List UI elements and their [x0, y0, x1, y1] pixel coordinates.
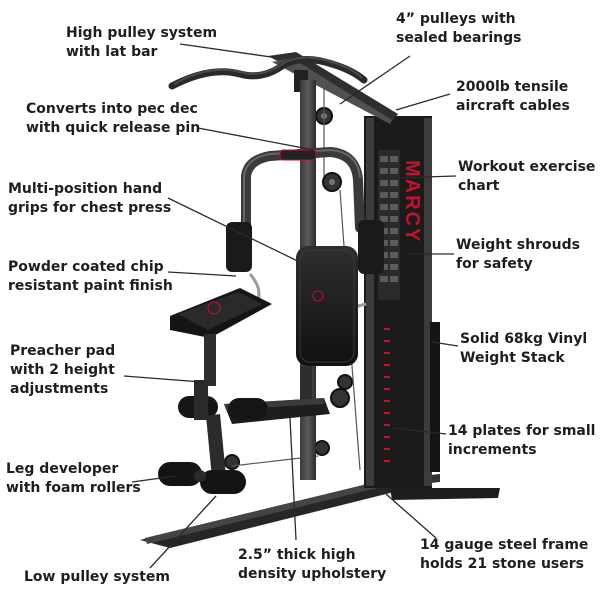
weight-plates [384, 328, 390, 462]
callout-line: Low pulley system [24, 569, 170, 585]
callout-pec-dec: Converts into pec dec with quick release… [26, 100, 200, 138]
callout-low-pulley: Low pulley system [24, 568, 170, 587]
callout-line: 2.5” thick high [238, 547, 356, 563]
callout-shrouds: Weight shrouds for safety [456, 236, 580, 274]
callout-hand-grips: Multi-position hand grips for chest pres… [8, 180, 171, 218]
callout-upholstery: 2.5” thick high density upholstery [238, 546, 386, 584]
callout-line: Multi-position hand [8, 181, 163, 197]
callout-paint: Powder coated chip resistant paint finis… [8, 258, 173, 296]
callout-frame: 14 gauge steel frame holds 21 stone user… [420, 536, 588, 574]
callout-exercise-chart: Workout exercise chart [458, 158, 595, 196]
callout-line: Solid 68kg Vinyl [460, 331, 588, 347]
callout-weight-stack: Solid 68kg Vinyl Weight Stack [460, 330, 587, 368]
callout-line: sealed bearings [396, 30, 522, 46]
callout-line: for safety [456, 256, 533, 272]
preacher-pad [170, 288, 272, 386]
callout-line: with 2 height [10, 362, 115, 378]
callout-line: Weight shrouds [456, 237, 580, 253]
callout-line: with lat bar [66, 44, 158, 60]
callout-line: Weight Stack [460, 350, 565, 366]
callout-plates: 14 plates for small increments [448, 422, 595, 460]
lower-foam-rollers [158, 462, 246, 494]
callout-line: 4” pulleys with [396, 11, 516, 27]
callout-line: 14 gauge steel frame [420, 537, 589, 553]
callout-line: chart [458, 178, 500, 194]
callout-line: with quick release pin [26, 120, 201, 136]
callout-line: adjustments [10, 381, 109, 397]
callout-line: Preacher pad [10, 343, 116, 359]
callout-line: with foam rollers [6, 480, 141, 496]
callout-line: 2000lb tensile [456, 79, 569, 95]
callout-line: High pulley system [66, 25, 218, 41]
callout-line: increments [448, 442, 537, 458]
callout-line: resistant paint finish [8, 278, 173, 294]
callout-cables: 2000lb tensile aircraft cables [456, 78, 570, 116]
callout-pulleys: 4” pulleys with sealed bearings [396, 10, 521, 48]
callout-line: Powder coated chip [8, 259, 164, 275]
workout-chart-panel [378, 150, 400, 300]
callout-line: Leg developer [6, 461, 119, 477]
callout-line: holds 21 stone users [420, 556, 584, 572]
callout-leg-developer: Leg developer with foam rollers [6, 460, 141, 498]
upper-foam-rollers [178, 380, 268, 420]
callout-line: grips for chest press [8, 200, 172, 216]
callout-line: Converts into pec dec [26, 101, 198, 117]
callout-line: Workout exercise [458, 159, 596, 175]
brand-logo: MARCY [401, 160, 423, 243]
callout-high-pulley: High pulley system with lat bar [66, 24, 217, 62]
callout-line: 14 plates for small [448, 423, 596, 439]
callout-preacher: Preacher pad with 2 height adjustments [10, 342, 115, 399]
callout-line: density upholstery [238, 566, 387, 582]
lat-bar [168, 56, 368, 90]
callout-line: aircraft cables [456, 98, 570, 114]
back-pad [296, 246, 358, 366]
